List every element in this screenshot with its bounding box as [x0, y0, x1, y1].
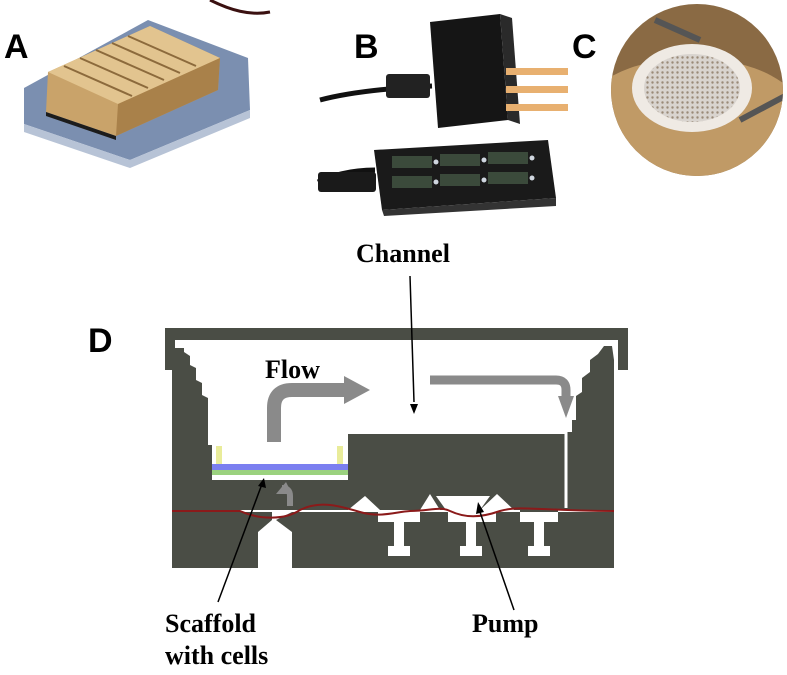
panel-letter-c: C — [572, 28, 597, 66]
lower-body-left — [172, 512, 272, 568]
label-scaffold-line2: with cells — [165, 641, 268, 670]
label-flow: Flow — [265, 355, 320, 384]
photo-bioreactor-plate — [24, 0, 271, 168]
panel-letter-a: A — [4, 28, 29, 66]
scaffold-top-layer — [212, 464, 348, 470]
leader-pump — [479, 511, 515, 611]
leader-channel-head — [410, 404, 418, 414]
flow-arrowhead-right — [344, 376, 370, 404]
clip-left — [216, 446, 222, 464]
leader-scaffold — [217, 483, 263, 603]
leader-scaffold-head — [258, 478, 266, 488]
left-wall — [172, 348, 212, 510]
photo-pump-controller — [316, 14, 568, 216]
lid — [165, 328, 628, 370]
label-pump: Pump — [472, 609, 538, 638]
flow-arrowhead-inlet — [276, 482, 292, 494]
photo-scaffold-holder — [611, 4, 783, 176]
label-channel: Channel — [356, 239, 450, 268]
membrane — [172, 503, 615, 519]
flow-arrow-up — [267, 383, 346, 442]
panel-letter-b: B — [354, 28, 379, 66]
leader-channel — [409, 275, 415, 403]
scaffold-support — [212, 480, 348, 510]
panel-letter-d: D — [88, 322, 113, 360]
lower-body-right — [276, 512, 614, 568]
channel-block — [348, 346, 614, 520]
scaffold-cell-layer — [212, 470, 348, 475]
clip-right — [337, 446, 343, 464]
bioreactor-cross-section — [165, 328, 628, 568]
label-scaffold-line1: Scaffold — [165, 609, 257, 638]
pump-chambers — [378, 496, 558, 556]
flow-arrowhead-down — [558, 396, 574, 418]
leader-pump-head — [476, 502, 484, 514]
flow-arrow-return — [430, 375, 571, 398]
